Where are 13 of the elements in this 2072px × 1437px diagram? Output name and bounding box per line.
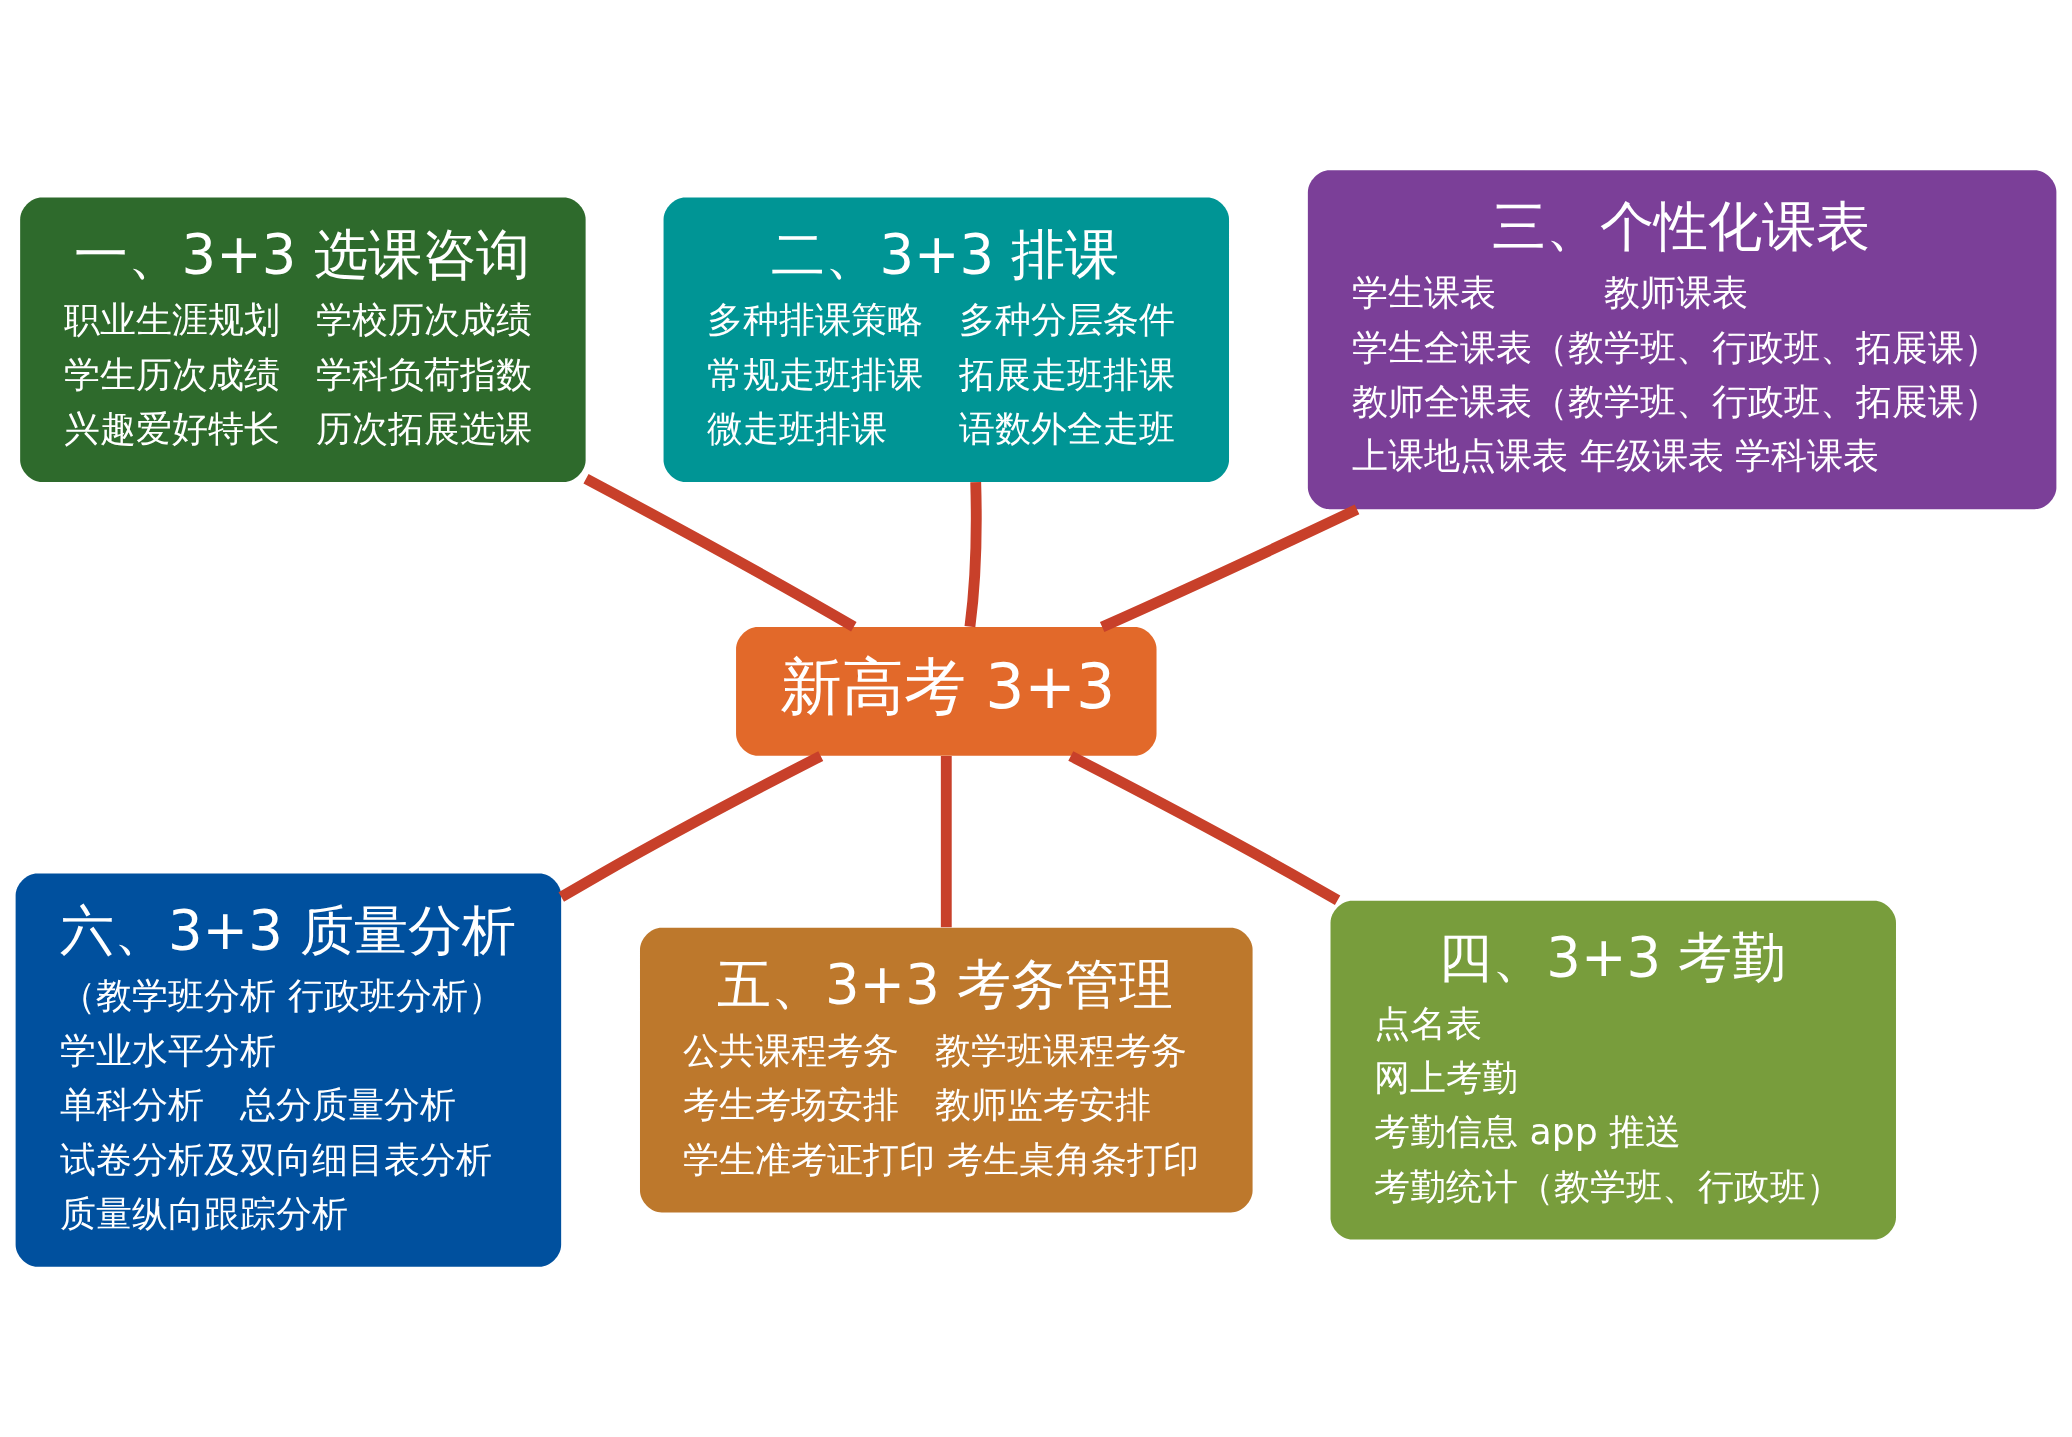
connector [1099,504,1360,632]
connector [1068,751,1341,906]
connector [583,474,857,632]
node-box: 一、3+3 选课咨询 职业生涯规划 学校历次成绩 学生历次成绩 学科负荷指数 兴趣爱好特长 历次拓展选课 [20,197,586,482]
node-box: 四、3+3 考勤 点名表 网上考勤 考勤信息 app 推送 考勤统计（教学班、行政班） [1330,900,1896,1240]
connector [940,755,952,928]
node-box: 新高考 3+3 [736,626,1157,756]
connector [964,481,982,628]
node-box: 三、个性化课表 学生课表 教师课表 学生全课表（教学班、行政班、拓展课） 教师全课表（教学班、行政班、拓展课） 上课地点课表 年级课表 学科课表 [1307,170,2057,510]
connector [558,751,824,902]
node-box: 六、3+3 质量分析 （教学班分析 行政班分析） 学业水平分析 单科分析 总分质量分析 试卷分析及双向细目表分析 质量纵向跟踪分析 [15,873,562,1267]
node-box: 五、3+3 考务管理 公共课程考务 教学班课程考务 考生考场安排 教师监考安排 学生准考证打印 考生桌角条打印 [640,927,1253,1213]
node-box: 二、3+3 排课 多种排课策略 多种分层条件 常规走班排课 拓展走班排课 微走班排课 语数外全走班 [663,197,1229,482]
